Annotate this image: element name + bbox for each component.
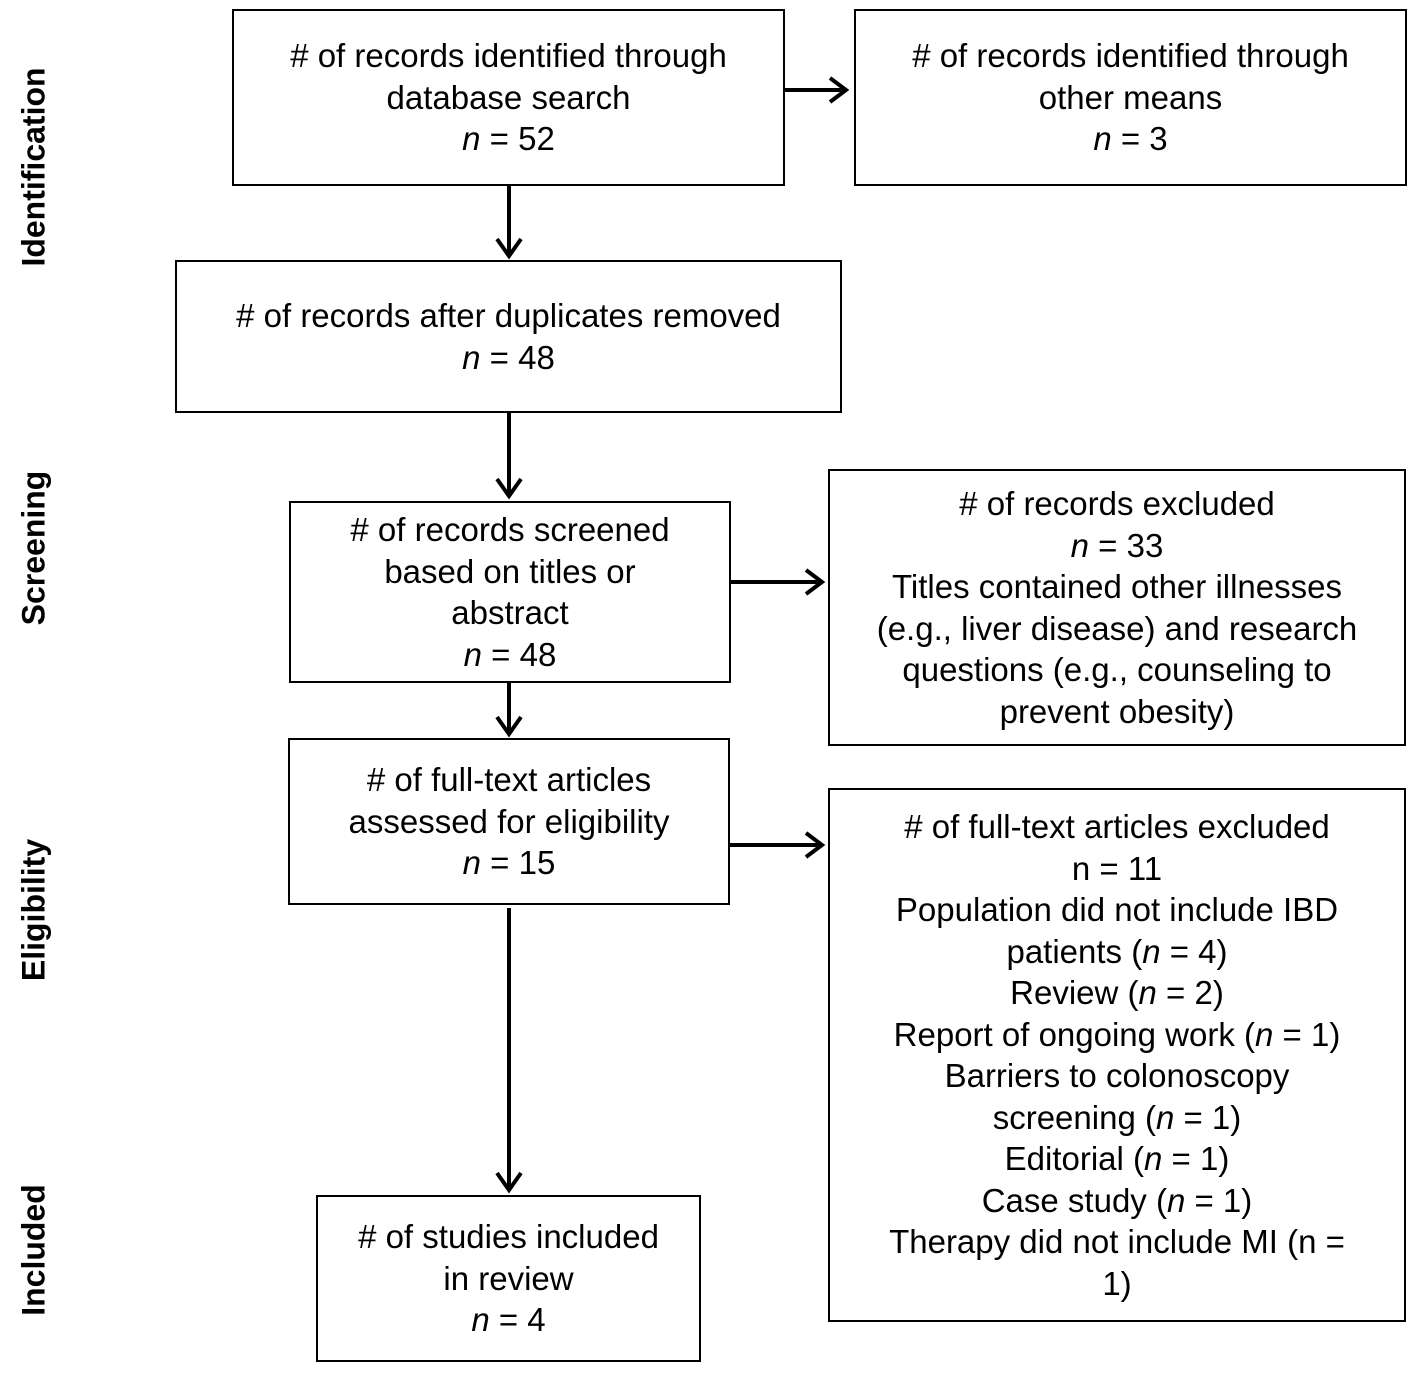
n-symbol: n <box>1093 120 1112 158</box>
box-records-excluded: # of records excluded n = 33 Titles cont… <box>828 469 1406 746</box>
count-line: n = 11 <box>1071 849 1163 887</box>
box-line: database search <box>386 78 631 116</box>
box-line: # of records identified through <box>290 37 727 75</box>
arrow-down-icon <box>495 908 523 1194</box>
n-symbol: n <box>462 120 481 158</box>
reason-line: Titles contained other illnesses <box>891 568 1342 605</box>
box-other-means: # of records identified through other me… <box>854 9 1407 186</box>
box-line: # of records screened <box>350 511 670 548</box>
box-fulltext-excluded: # of full-text articles excluded n = 11 … <box>828 788 1406 1322</box>
reason-line: patients (n = 4) <box>1006 932 1228 970</box>
count-value: = 52 <box>480 120 555 158</box>
box-database-search: # of records identified through database… <box>232 9 785 186</box>
n-symbol: n <box>463 635 483 673</box>
box-title: # of records excluded <box>959 485 1275 522</box>
count-value: = 48 <box>480 338 555 376</box>
box-duplicates-removed: # of records after duplicates removed n … <box>175 260 842 413</box>
box-line: other means <box>1038 78 1223 116</box>
reason-line: Report of ongoing work (n = 1) <box>893 1015 1341 1053</box>
n-symbol: n <box>1142 932 1161 970</box>
count-line: n = 33 <box>1071 525 1164 567</box>
box-line: # of records after duplicates removed <box>236 297 781 334</box>
arrow-right-icon <box>730 831 826 859</box>
count-value: = 15 <box>481 844 556 882</box>
reason-line: 1) <box>1102 1264 1132 1302</box>
n-symbol: n <box>1070 526 1090 564</box>
box-line: in review <box>443 1259 574 1297</box>
arrow-down-icon <box>495 683 523 738</box>
count-line: n = 48 <box>462 337 555 379</box>
reason-line: Case study (n = 1) <box>981 1181 1253 1219</box>
reason-line: prevent obesity) <box>999 692 1235 730</box>
reason-line: Barriers to colonoscopy <box>944 1057 1290 1094</box>
n-symbol: n <box>471 1301 490 1339</box>
count-line: n = 4 <box>471 1299 545 1341</box>
count-line: n = 15 <box>463 842 556 884</box>
n-symbol: n <box>462 844 482 882</box>
box-line: # of studies included <box>358 1218 659 1256</box>
arrow-right-icon <box>731 568 826 596</box>
count-line: n = 3 <box>1093 118 1167 160</box>
n-symbol: n <box>1255 1015 1274 1053</box>
count-value: = 3 <box>1111 120 1168 158</box>
reason-line: Review (n = 2) <box>1010 974 1224 1011</box>
count-value: = 4 <box>489 1301 546 1339</box>
arrow-right-icon <box>785 76 850 104</box>
reason-line: Therapy did not include MI (n = <box>889 1223 1345 1260</box>
n-symbol: n <box>1144 1140 1163 1177</box>
reason-line: questions (e.g., counseling to <box>902 651 1332 688</box>
count-value: = 48 <box>482 635 557 673</box>
box-title: # of full-text articles excluded <box>904 808 1330 845</box>
reason-line: (e.g., liver disease) and research <box>876 609 1358 647</box>
box-studies-included: # of studies included in review n = 4 <box>316 1195 701 1362</box>
box-fulltext-assessed: # of full-text articles assessed for eli… <box>288 738 730 905</box>
box-line: abstract <box>451 594 569 631</box>
count-value: = 33 <box>1089 526 1164 564</box>
reason-line: screening (n = 1) <box>992 1098 1242 1136</box>
n-symbol: n <box>1155 1098 1175 1136</box>
n-symbol: n <box>1166 1181 1186 1219</box>
reason-line: Editorial (n = 1) <box>1004 1140 1230 1177</box>
arrow-down-icon <box>495 186 523 260</box>
box-line: # of full-text articles <box>366 761 652 799</box>
box-line: # of records identified through <box>912 37 1349 75</box>
reason-line: Population did not include IBD <box>895 891 1339 928</box>
count-line: n = 52 <box>462 118 555 160</box>
box-line: assessed for eligibility <box>348 802 670 840</box>
box-records-screened: # of records screened based on titles or… <box>289 501 731 683</box>
count-line: n = 48 <box>464 634 557 676</box>
n-symbol: n <box>1138 974 1157 1011</box>
n-symbol: n <box>462 338 481 376</box>
box-line: based on titles or <box>384 552 636 590</box>
arrow-down-icon <box>495 413 523 500</box>
